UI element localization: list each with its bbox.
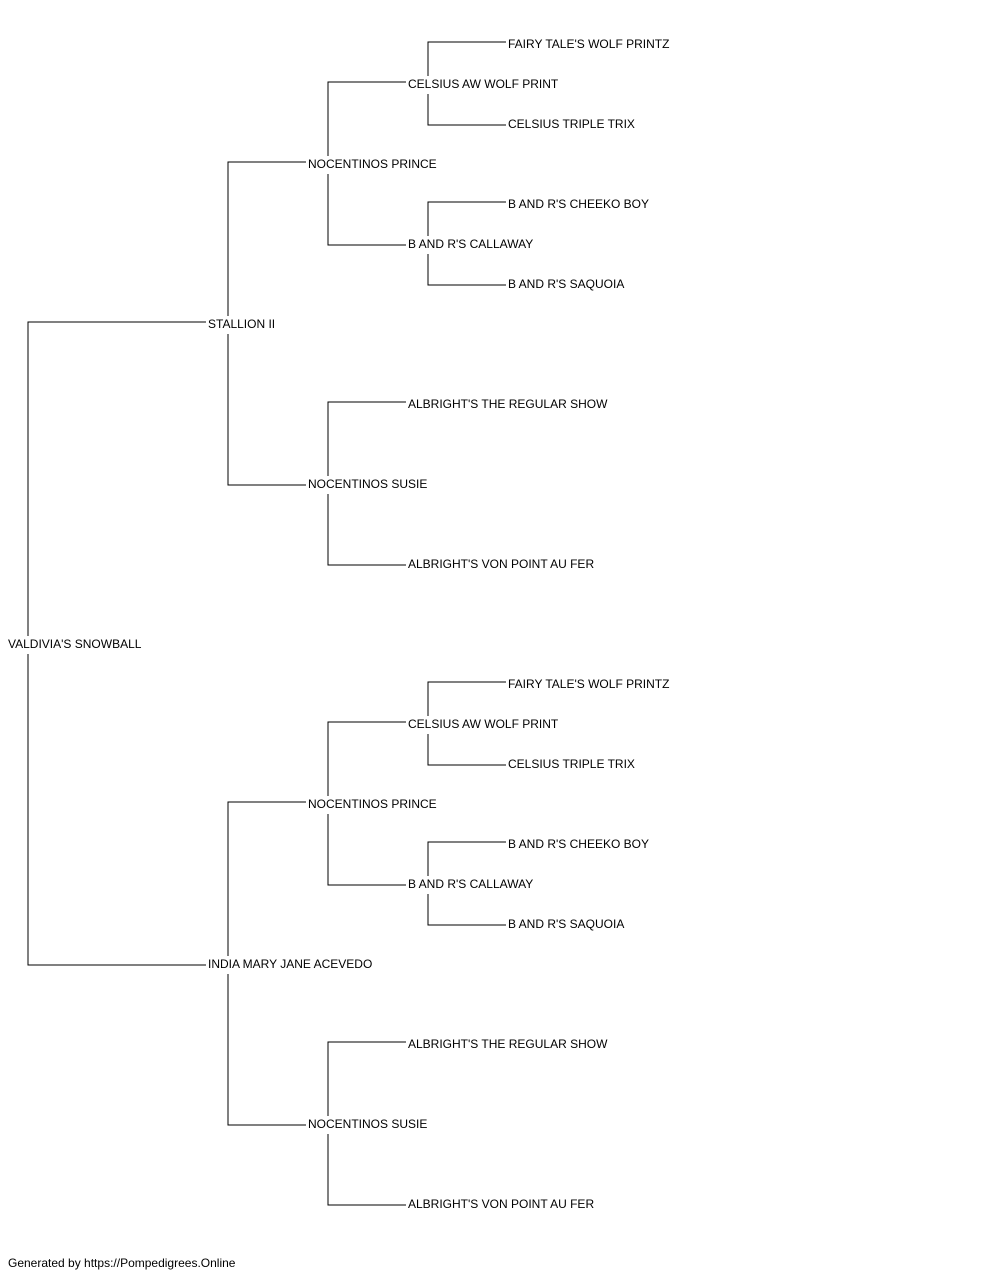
connector-prince2-dam xyxy=(327,814,406,886)
dam-name: INDIA MARY JANE ACEVEDO xyxy=(208,957,372,971)
connector-celsius2-dam xyxy=(427,734,506,766)
dam-sire-sire-name: CELSIUS AW WOLF PRINT xyxy=(408,717,559,731)
connector-subject-dam xyxy=(27,654,206,966)
sire-dam-dam-name: ALBRIGHT'S VON POINT AU FER xyxy=(408,557,594,571)
connector-celsius2-sire xyxy=(427,681,506,716)
connector-india-sire xyxy=(227,801,306,956)
connector-prince2-sire xyxy=(327,721,406,796)
connector-susie1-sire xyxy=(327,401,406,476)
sire-name: STALLION II xyxy=(208,317,275,331)
sire-dam-sire-name: ALBRIGHT'S THE REGULAR SHOW xyxy=(408,397,608,411)
connector-susie2-dam xyxy=(327,1134,406,1206)
dam-dam-dam-name: ALBRIGHT'S VON POINT AU FER xyxy=(408,1197,594,1211)
connector-callaway1-sire xyxy=(427,201,506,236)
sire-sire-name: NOCENTINOS PRINCE xyxy=(308,157,437,171)
gen5-name-5: FAIRY TALE'S WOLF PRINTZ xyxy=(508,677,669,691)
sire-sire-dam-name: B AND R'S CALLAWAY xyxy=(408,237,533,251)
gen5-name-3: B AND R'S CHEEKO BOY xyxy=(508,197,649,211)
connector-stallion-sire xyxy=(227,161,306,316)
name-labels: VALDIVIA'S SNOWBALL STALLION II INDIA MA… xyxy=(8,37,669,1211)
connector-celsius1-sire xyxy=(427,41,506,76)
dam-sire-dam-name: B AND R'S CALLAWAY xyxy=(408,877,533,891)
connector-prince1-sire xyxy=(327,81,406,156)
connector-lines xyxy=(27,41,506,1206)
connector-india-dam xyxy=(227,974,306,1126)
connector-subject-sire xyxy=(27,321,206,636)
gen5-name-4: B AND R'S SAQUOIA xyxy=(508,277,624,291)
connector-callaway1-dam xyxy=(427,254,506,286)
sire-sire-sire-name: CELSIUS AW WOLF PRINT xyxy=(408,77,559,91)
dam-dam-sire-name: ALBRIGHT'S THE REGULAR SHOW xyxy=(408,1037,608,1051)
subject-name: VALDIVIA'S SNOWBALL xyxy=(8,637,142,651)
gen5-name-6: CELSIUS TRIPLE TRIX xyxy=(508,757,635,771)
gen5-name-7: B AND R'S CHEEKO BOY xyxy=(508,837,649,851)
gen5-name-2: CELSIUS TRIPLE TRIX xyxy=(508,117,635,131)
generated-by-footer: Generated by https://Pompedigrees.Online xyxy=(8,1256,236,1270)
connector-susie2-sire xyxy=(327,1041,406,1116)
connector-callaway2-sire xyxy=(427,841,506,876)
connector-susie1-dam xyxy=(327,494,406,566)
dam-sire-name: NOCENTINOS PRINCE xyxy=(308,797,437,811)
connector-stallion-dam xyxy=(227,334,306,486)
gen5-name-1: FAIRY TALE'S WOLF PRINTZ xyxy=(508,37,669,51)
sire-dam-name: NOCENTINOS SUSIE xyxy=(308,477,427,491)
gen5-name-8: B AND R'S SAQUOIA xyxy=(508,917,624,931)
connector-prince1-dam xyxy=(327,174,406,246)
dam-dam-name: NOCENTINOS SUSIE xyxy=(308,1117,427,1131)
connector-callaway2-dam xyxy=(427,894,506,926)
connector-celsius1-dam xyxy=(427,94,506,126)
